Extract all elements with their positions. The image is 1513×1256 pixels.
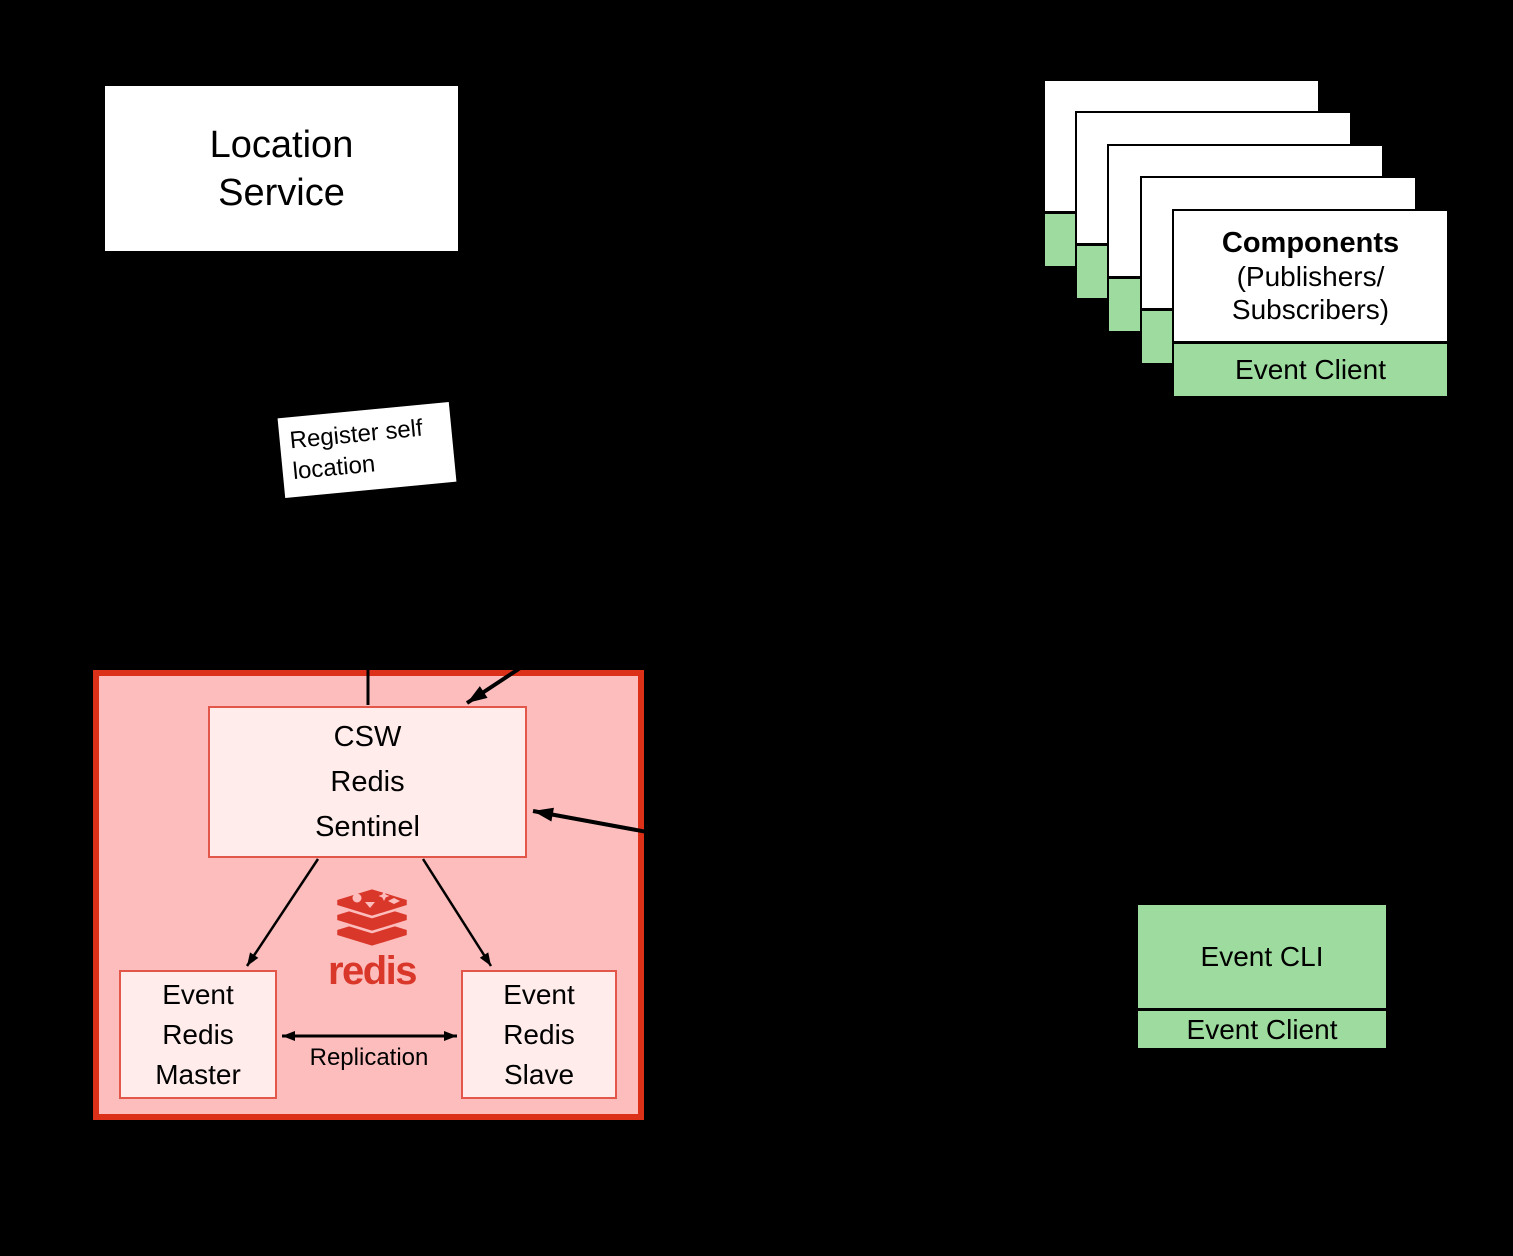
event-cli-title: Event CLI [1200, 940, 1324, 972]
master-label-line1: Event [162, 978, 234, 1010]
master-label-line2: Redis [162, 1018, 234, 1050]
sentinel-label-line3: Sentinel [315, 810, 420, 843]
master-label-line3: Master [155, 1058, 241, 1090]
redis-wordmark: redis [328, 949, 416, 993]
event-redis-slave-box: Event Redis Slave [461, 970, 617, 1099]
event-cli-box: Event CLI Event Client [1136, 903, 1388, 1050]
event-client-strip: Event Client [1174, 341, 1447, 396]
register-note: Register self location [277, 401, 457, 499]
sentinel-label-line2: Redis [330, 765, 405, 798]
slave-label-line2: Redis [503, 1018, 575, 1050]
location-service-label-line2: Service [218, 171, 345, 214]
event-cli-client-strip: Event Client [1138, 1008, 1386, 1048]
components-title: Components [1221, 227, 1400, 259]
components-stack: Components (Publishers/ Subscribers) Eve… [1043, 79, 1453, 404]
event-redis-master-box: Event Redis Master [119, 970, 277, 1099]
location-service-label-line1: Location [209, 123, 354, 166]
redis-logo-icon: redis [322, 886, 422, 994]
components-subtitle-line1: (Publishers/ [1236, 261, 1385, 292]
slave-label-line3: Slave [503, 1058, 575, 1090]
sentinel-label-line1: CSW [333, 720, 402, 753]
slave-label-line1: Event [503, 978, 575, 1010]
replication-label: Replication [309, 1044, 429, 1071]
csw-redis-sentinel-box: CSW Redis Sentinel [208, 706, 527, 858]
components-subtitle-line2: Subscribers) [1231, 294, 1390, 325]
location-service-box: Location Service [103, 84, 460, 253]
component-card-front: Components (Publishers/ Subscribers) Eve… [1172, 209, 1449, 398]
